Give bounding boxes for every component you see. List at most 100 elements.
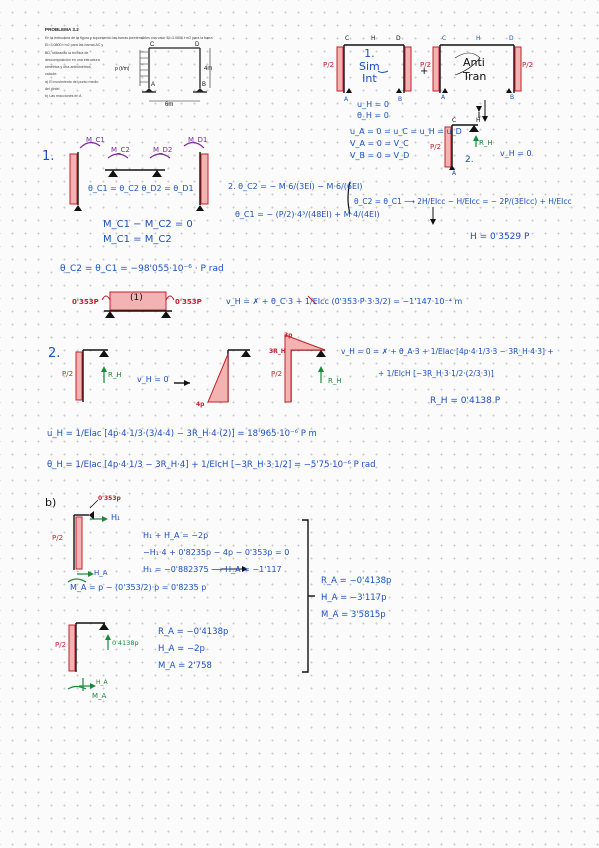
sim-label: 1. Sim Int — [359, 47, 380, 86]
thetah-result: θ_H = 1/EIac [4p·4·1/3 − 3R_H·4] + 1/EIc… — [47, 460, 376, 470]
node-c: C — [442, 35, 447, 42]
load-p2: P/2 — [522, 61, 534, 69]
theta-equation: θ_C2 = θ_C1 ⟶ 2H/EIcc − H/EIcc = − 2P/(3… — [354, 197, 572, 206]
load-p2: P/2 — [62, 370, 74, 378]
moment-eq-1: M_C1 − M_C2 = 0 — [103, 219, 193, 230]
label-ma: M_A — [92, 692, 107, 700]
load-p2: P/2 — [271, 370, 283, 378]
anti-label: Anti Tran — [463, 56, 487, 84]
fig-label-a: A — [151, 82, 156, 88]
vh-zero: v_H = 0 — [137, 375, 169, 384]
rotation-equalities: θ_C1 = θ_C2 θ_D2 = θ_D1 — [88, 184, 194, 193]
fig-height: 4m — [204, 66, 213, 72]
moment-3p: 3p — [284, 332, 293, 339]
vh-equation-cont: + 1/EIcH [−3R_H·3·1/2·(2/3·3)] — [378, 369, 494, 378]
fig-label-c: C — [150, 42, 155, 48]
problem-line: del dintel — [45, 87, 60, 92]
load-p2: P/2 — [323, 61, 335, 69]
label-ha: H_A — [96, 679, 108, 686]
moment-mc2: M_C2 — [111, 146, 130, 154]
reaction-rh: R_H — [108, 371, 122, 379]
part1-num: 1. — [42, 149, 55, 164]
partb-eq-1: H₁ + H_A = −2p — [143, 531, 209, 540]
reaction-rh: R_H — [479, 139, 493, 147]
moment-4p: 4p — [196, 401, 205, 408]
node-c: C — [345, 35, 350, 42]
load-p2: P/2 — [55, 641, 67, 649]
problem-line: BD, utilizando la técnica de — [45, 50, 89, 55]
node-a: A — [441, 94, 446, 101]
sim-eq-u: u_H = 0 — [357, 100, 389, 109]
node-h: H — [476, 35, 481, 42]
anti-result-num: 2. — [465, 155, 474, 165]
moment-md2: M_D2 — [153, 146, 173, 154]
total-ha: H_A = −3'117p — [321, 593, 387, 603]
beam-load-left: 0'353P — [72, 298, 99, 306]
uh-result: u_H = 1/EIac [4p·4·1/3·(3/4·4) − 3R_H·4·… — [47, 429, 317, 439]
theta-value: θ_C2 = θ_C1 = −98'055·10⁻⁶ · P rad — [60, 264, 224, 274]
node-h: H — [476, 117, 481, 124]
bottom-eq-2: H_A = −2p — [158, 644, 205, 654]
load-p2: P/2 — [430, 143, 442, 151]
partb-label: b) — [45, 496, 57, 509]
node-c: C — [452, 117, 457, 124]
node-h: H — [371, 35, 376, 42]
beam-label: (1) — [130, 293, 143, 303]
vh-equation: v_H = 0 = ✗ + θ_A·3 + 1/EIac [4p·4·1/3·3… — [341, 347, 554, 356]
rh-result: R_H = 0'4138 P — [430, 396, 501, 406]
theta-c1-expr: θ_C1 = − (P/2)·4³/(48EI) + M·4/(4EI) — [235, 210, 380, 219]
load-p2: P/2 — [420, 61, 432, 69]
moment-mc1: M_C1 — [86, 136, 105, 144]
problem-line: a) El movimiento del punto medio — [45, 79, 99, 84]
partb-eq-3: H₁ = −0'882375 ⟶ H_A = −1'117 — [143, 565, 282, 574]
sim-eq-theta: θ_H = 0 — [357, 111, 389, 120]
moment-3rh: 3R_H — [269, 348, 286, 355]
total-ra: R_A = −0'4138p — [321, 576, 392, 586]
problem-line: calcule: — [45, 72, 58, 77]
moment-eq-2: M_C1 = M_C2 — [103, 234, 172, 245]
vh-part1: v_H = ✗ + θ_C·3 + 1/EIcc (0'353·P·3·3/2)… — [226, 297, 463, 306]
anti-eq-3: V_B = 0 = V_D — [350, 151, 410, 160]
fig-load: p (t/m) — [115, 66, 130, 72]
problem-line: descomposición en una estructura — [45, 57, 100, 62]
fig-label-d: D — [195, 42, 200, 48]
node-d: D — [396, 35, 401, 42]
reaction-rh: R_H — [328, 377, 342, 385]
ma-equation: M_A = p − (0'353/2)·p = 0'8235 p — [70, 583, 207, 592]
top-load: 0'353p — [98, 495, 121, 502]
anti-eq-2: V_A = 0 = V_C — [350, 139, 409, 148]
node-b: B — [398, 96, 403, 103]
problem-line: b) Las reacciones en A — [45, 94, 82, 99]
bottom-eq-1: R_A = −0'4138p — [158, 627, 229, 637]
fig-label-b: B — [202, 82, 207, 88]
label-ha: H_A — [94, 569, 108, 577]
anti-vh: v_H = 0 — [500, 149, 532, 158]
problem-title: PROBLEMA 3.2 — [45, 27, 79, 32]
moment-md1: M_D1 — [188, 136, 208, 144]
node-a: A — [344, 96, 349, 103]
bottom-eq-3: M_A = 2'758 — [158, 661, 212, 671]
problem-line: simétrica y otra antisimétrica, — [45, 65, 92, 70]
anti-eq-1: u_A = 0 = u_C = u_H = u_D — [350, 127, 462, 136]
label-h1: H₁ — [111, 513, 121, 522]
total-ma: M_A = 3'5815p — [321, 610, 386, 620]
problem-line: EI=3.0800 t·m2 para las barras AC y — [45, 43, 104, 48]
beam-load-right: 0'353P — [175, 298, 202, 306]
fig-span: 6m — [165, 102, 174, 108]
h-result: H = 0'3529 P — [470, 232, 530, 242]
node-b: B — [510, 94, 515, 101]
bottom-reaction: 0'4138p — [112, 639, 139, 647]
partb-eq-2: −H₁·4 + 0'8235p − 4p − 0'353p = 0 — [143, 548, 290, 557]
node-d: D — [509, 35, 514, 42]
theta-c2-expr: 2. θ_C2 = − M·6/(3EI) − M·6/(6EI) — [228, 182, 363, 191]
plus-sign: + — [420, 66, 429, 77]
load-p2: P/2 — [52, 534, 64, 542]
part2-num: 2. — [48, 346, 61, 361]
